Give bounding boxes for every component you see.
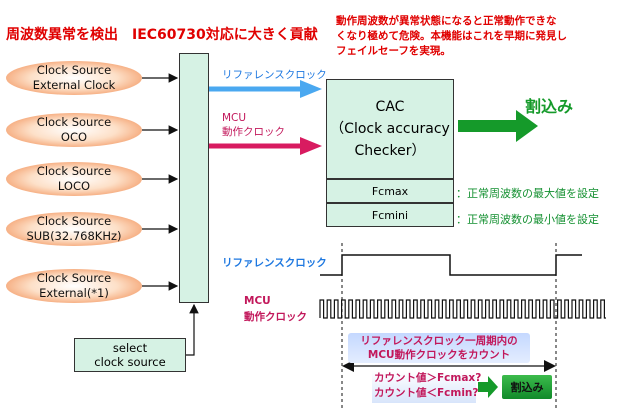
- clock-selector-mux: [179, 53, 209, 303]
- clock-source-external-2: Clock Source External(*1): [6, 269, 142, 303]
- source-label: Clock Source: [36, 164, 112, 178]
- source-label: Clock Source: [36, 271, 112, 285]
- waveform-mcu-line2: 動作クロック: [244, 311, 307, 323]
- cac-subtitle-2: Checker）: [354, 143, 426, 159]
- condition-min: カウント値＜Fcmin?: [374, 387, 479, 399]
- count-line2: MCU動作クロックをカウント: [367, 349, 511, 361]
- select-line: [186, 303, 199, 356]
- cac-title: CAC: [375, 99, 405, 115]
- count-arrow-right: [544, 360, 556, 372]
- waveform-ref-label: リファレンスクロック: [222, 257, 327, 269]
- clock-source-external: Clock Source External Clock: [6, 61, 142, 95]
- note-line: くなり極めて危険。本機能はこれを早期に発見し: [336, 30, 567, 42]
- interrupt-label: 割込み: [525, 97, 574, 116]
- page-title: 周波数異常を検出 IEC60730対応に大きく貢献: [6, 27, 318, 43]
- count-condition: カウント値＞Fcmax? カウント値＜Fcmin?: [372, 371, 482, 403]
- mcu-label-line2: 動作クロック: [222, 126, 285, 138]
- count-description-box: リファレンスクロック一周期内の MCU動作クロックをカウント: [348, 333, 530, 363]
- source-name: External(*1): [39, 286, 109, 300]
- interrupt-arrow-body: [458, 120, 518, 132]
- warning-note: 動作周波数が異常状態になると正常動作できな くなり極めて危険。本機能はこれを早期…: [336, 14, 616, 59]
- interrupt-badge: 割込み: [502, 375, 552, 399]
- clock-source-oco: Clock Source OCO: [6, 113, 142, 147]
- cond-arrow-body: [478, 382, 488, 392]
- source-name: OCO: [60, 130, 88, 144]
- select-clock-source-box: select clock source: [74, 338, 186, 372]
- source-label: Clock Source: [36, 63, 112, 77]
- select-line2: clock source: [94, 355, 166, 369]
- count-arrow-left: [342, 360, 354, 372]
- clock-source-sub: Clock Source SUB(32.768KHz): [6, 212, 142, 246]
- fcmin-description: ：正常周波数の最小値を設定: [456, 213, 599, 226]
- ref-clock-waveform: [320, 254, 582, 276]
- condition-max: カウント値＞Fcmax?: [374, 372, 482, 384]
- mcu-clock-arrowhead: [300, 137, 322, 155]
- fcmax-register: Fcmax: [326, 179, 454, 203]
- source-label: Clock Source: [36, 214, 112, 228]
- select-line1: select: [112, 341, 148, 355]
- cac-subtitle-1: （Clock accuracy: [330, 121, 450, 137]
- interrupt-arrow-head: [516, 110, 538, 142]
- source-name: External Clock: [32, 78, 116, 92]
- ref-clock-label: リファレンスクロック: [222, 69, 327, 81]
- mcu-clock-label: MCU 動作クロック: [222, 111, 285, 139]
- waveform-mcu-label: MCU 動作クロック: [244, 293, 307, 325]
- clock-source-loco: Clock Source LOCO: [6, 162, 142, 196]
- source-label: Clock Source: [36, 115, 112, 129]
- fcmin-register: Fcmini: [326, 203, 454, 227]
- note-line: 動作周波数が異常状態になると正常動作できな: [336, 15, 557, 27]
- cond-arrow-head: [488, 376, 498, 398]
- count-line1: リファレンスクロック一周期内の: [360, 335, 518, 347]
- note-line: フェイルセーフを実現。: [336, 45, 451, 57]
- mcu-label-line1: MCU: [222, 112, 247, 124]
- ref-clock-arrowhead: [300, 80, 322, 98]
- cac-block: CAC （Clock accuracy Checker）: [326, 79, 454, 179]
- source-name: SUB(32.768KHz): [26, 229, 122, 243]
- fcmax-description: ：正常周波数の最大値を設定: [456, 187, 599, 200]
- waveform-mcu-line1: MCU: [244, 295, 271, 307]
- mcu-clock-waveform: [319, 299, 606, 319]
- source-name: LOCO: [57, 179, 91, 193]
